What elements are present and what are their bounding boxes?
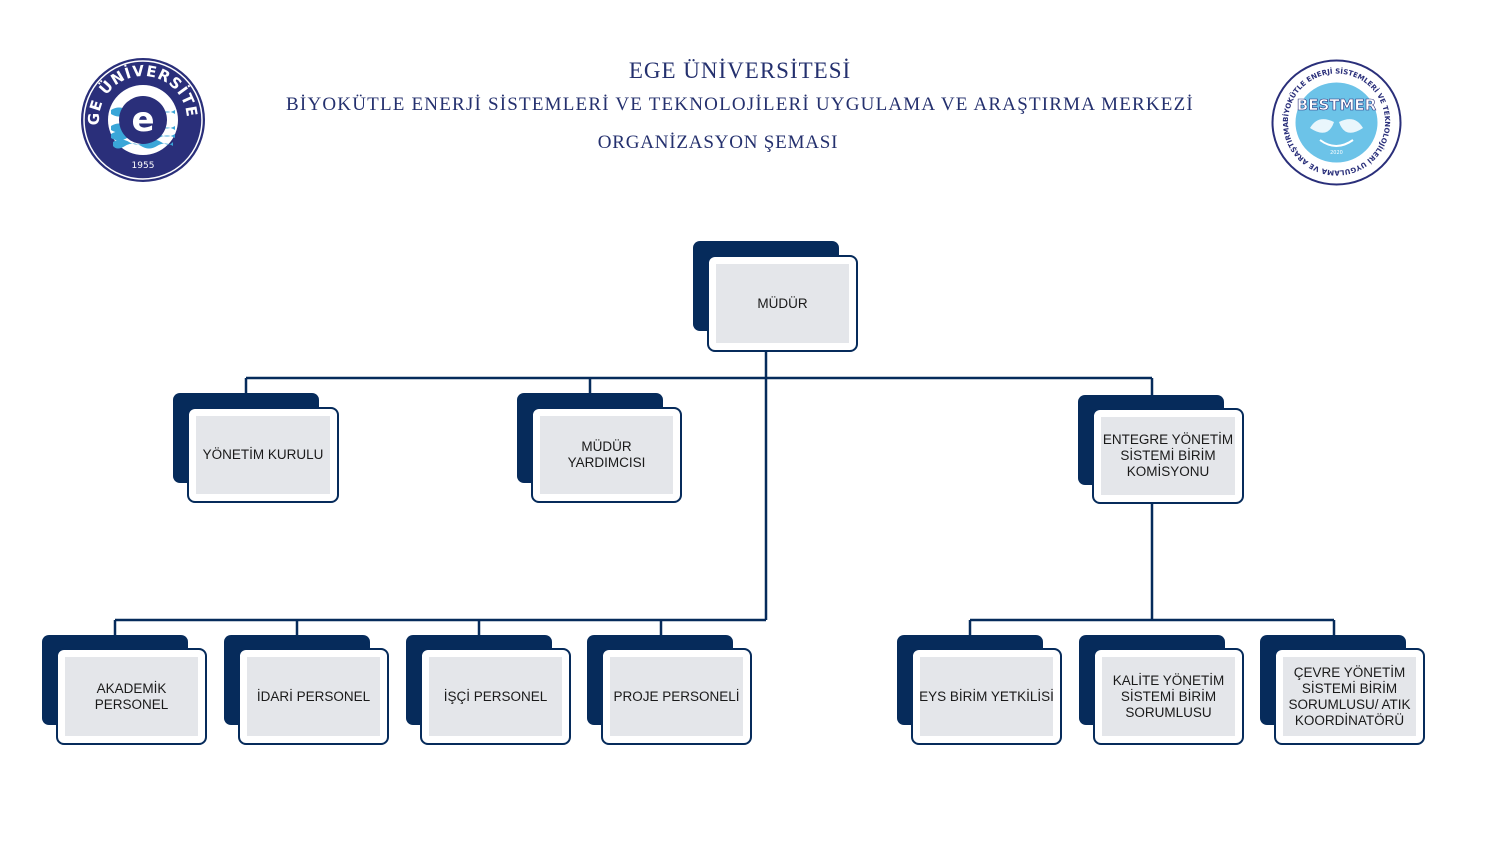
node-isci-personel-label: İŞÇİ PERSONEL — [443, 688, 548, 704]
university-title: EGE ÜNİVERSİTESİ — [628, 58, 852, 83]
node-cevre-sorumlusu-label: ÇEVRE YÖNETİM SİSTEMİ BİRİM SORUMLUSU/ A… — [1288, 664, 1411, 728]
node-akademik-personel-label: AKADEMİK PERSONEL — [94, 680, 169, 712]
center-title: BİYOKÜTLE ENERJİ SİSTEMLERİ VE TEKNOLOJİ… — [286, 94, 1194, 115]
node-kalite-sorumlusu-label: KALİTE YÖNETİM SİSTEMİ BİRİM SORUMLUSU — [1112, 672, 1225, 720]
node-eys-komisyonu-label: ENTEGRE YÖNETİM SİSTEMİ BİRİM KOMİSYONU — [1102, 432, 1234, 479]
node-eys-birim-yetkilisi-label: EYS BİRİM YETKİLİSİ — [919, 688, 1054, 704]
svg-text:e: e — [131, 100, 154, 140]
svg-text:2020: 2020 — [1330, 150, 1343, 156]
bestmer-logo: BİYOKÜTLE ENERJİ SİSTEMLERİ VE TEKNOLOJİ… — [1270, 58, 1402, 186]
node-mudur-yardimcisi-label: MÜDÜR YARDIMCISI — [567, 439, 646, 470]
ege-university-logo: e EGE ÜNİVERSİTESİ 1955 — [79, 56, 205, 182]
node-mudur-label: MÜDÜR — [757, 295, 808, 311]
svg-text:1955: 1955 — [132, 161, 155, 171]
node-proje-personeli-label: PROJE PERSONELİ — [613, 688, 740, 704]
svg-text:BESTMER: BESTMER — [1297, 96, 1377, 114]
node-yonetim-kurulu-label: YÖNETİM KURULU — [202, 447, 324, 462]
chart-title: ORGANİZASYON ŞEMASI — [597, 132, 839, 153]
node-idari-personel-label: İDARİ PERSONEL — [256, 688, 371, 704]
